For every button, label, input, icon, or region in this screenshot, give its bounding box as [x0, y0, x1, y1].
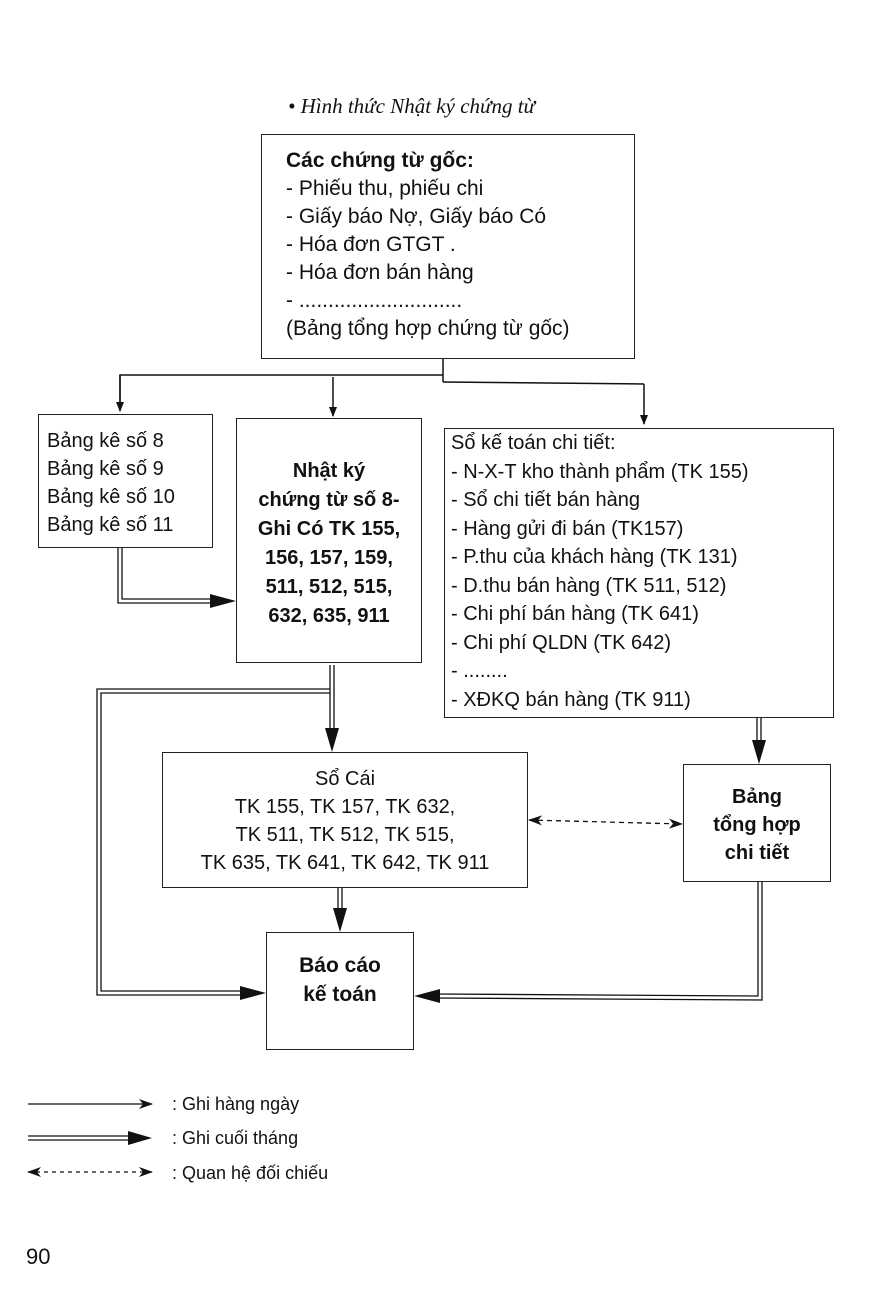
schedule-item: Bảng kê số 9 — [47, 458, 164, 480]
detail-summary-line: chi tiết — [724, 842, 790, 864]
detail-ledger-item: - Sổ chi tiết bán hàng — [451, 489, 641, 511]
journal-voucher-box: Nhật ký chứng từ số 8- Ghi Có TK 155, 15… — [236, 418, 422, 663]
source-document-item: (Bảng tổng hợp chứng từ gốc) — [286, 317, 570, 340]
source-documents-box: Các chứng từ gốc: - Phiếu thu, phiếu chi… — [261, 134, 635, 359]
source-document-item: - Hóa đơn bán hàng — [286, 261, 474, 284]
source-document-item: - Giấy báo Nợ, Giấy báo Có — [286, 205, 547, 228]
general-ledger-accounts: TK 511, TK 512, TK 515, — [235, 824, 455, 846]
financial-reports-line: Báo cáo — [299, 954, 381, 977]
detail-ledger-item: - Chi phí QLDN (TK 642) — [451, 631, 672, 654]
schedules-box: Bảng kê số 8 Bảng kê số 9 Bảng kê số 10 … — [38, 414, 213, 548]
detail-ledger-item: - ........ — [451, 660, 508, 682]
monthend-arrow-ledger-to-reports — [333, 888, 347, 932]
legend-daily-label: : Ghi hàng ngày — [172, 1094, 300, 1114]
source-document-item: - ............................ — [286, 289, 463, 312]
general-ledger-accounts: TK 155, TK 157, TK 632, — [234, 796, 456, 818]
general-ledger-accounts: TK 635, TK 641, TK 642, TK 911 — [200, 852, 490, 874]
monthend-arrow-summary-to-reports — [414, 882, 763, 1003]
diagram-title: • Hình thức Nhật ký chứng từ — [288, 94, 536, 118]
schedule-item: Bảng kê số 11 — [47, 514, 174, 536]
detail-ledger-item: - N-X-T kho thành phẩm (TK 155) — [451, 460, 749, 483]
general-ledger-heading: Sổ Cái — [314, 768, 376, 790]
source-document-item: - Phiếu thu, phiếu chi — [286, 177, 484, 200]
journal-voucher-line: 632, 635, 911 — [268, 605, 390, 627]
journal-voucher-line: Nhật ký — [292, 460, 366, 482]
source-document-item: - Hóa đơn GTGT . — [286, 233, 456, 256]
schedule-item: Bảng kê số 10 — [47, 486, 175, 508]
monthend-arrow-detail-to-summary — [752, 718, 766, 764]
detail-ledger-item: - D.thu bán hàng (TK 511, 512) — [451, 574, 727, 597]
general-ledger-box: Sổ Cái TK 155, TK 157, TK 632, TK 511, T… — [162, 752, 528, 888]
detail-ledger-item: - P.thu của khách hàng (TK 131) — [451, 546, 738, 568]
detail-summary-box: Bảng tổng hợp chi tiết — [683, 764, 831, 882]
detail-summary-line: tổng hợp — [713, 814, 801, 836]
detail-ledgers-box: Sổ kế toán chi tiết: - N-X-T kho thành p… — [444, 428, 834, 718]
financial-reports-line: kế toán — [303, 983, 377, 1006]
monthend-arrow-schedules-to-journal — [117, 548, 236, 608]
source-documents-heading: Các chứng từ gốc: — [286, 149, 474, 172]
legend-reconciliation-label: : Quan hệ đối chiếu — [172, 1163, 329, 1183]
legend-monthend-arrow-icon — [28, 1131, 152, 1145]
financial-reports-box: Báo cáo kế toán — [266, 932, 414, 1050]
journal-voucher-line: 156, 157, 159, — [265, 547, 393, 569]
detail-ledger-item: - Chi phí bán hàng (TK 641) — [451, 603, 699, 625]
monthend-arrow-journal-to-reports — [96, 688, 330, 1000]
daily-arrow-source-distribution — [116, 359, 648, 425]
monthend-arrow-journal-to-ledger — [325, 665, 339, 752]
reconciliation-arrow-ledger-summary — [528, 815, 683, 829]
detail-summary-line: Bảng — [732, 786, 782, 808]
journal-voucher-line: 511, 512, 515, — [265, 576, 393, 598]
detail-ledgers-heading: Sổ kế toán chi tiết: — [451, 432, 616, 454]
page-number: 90 — [26, 1244, 51, 1269]
journal-voucher-line: chứng từ số 8- — [258, 489, 400, 511]
journal-voucher-line: Ghi Có TK 155, — [257, 518, 401, 540]
schedule-item: Bảng kê số 8 — [47, 430, 164, 452]
detail-ledger-item: - Hàng gửi đi bán (TK157) — [451, 517, 684, 540]
detail-ledger-item: - XĐKQ bán hàng (TK 911) — [451, 688, 691, 711]
legend-monthend-label: : Ghi cuối tháng — [172, 1128, 299, 1148]
